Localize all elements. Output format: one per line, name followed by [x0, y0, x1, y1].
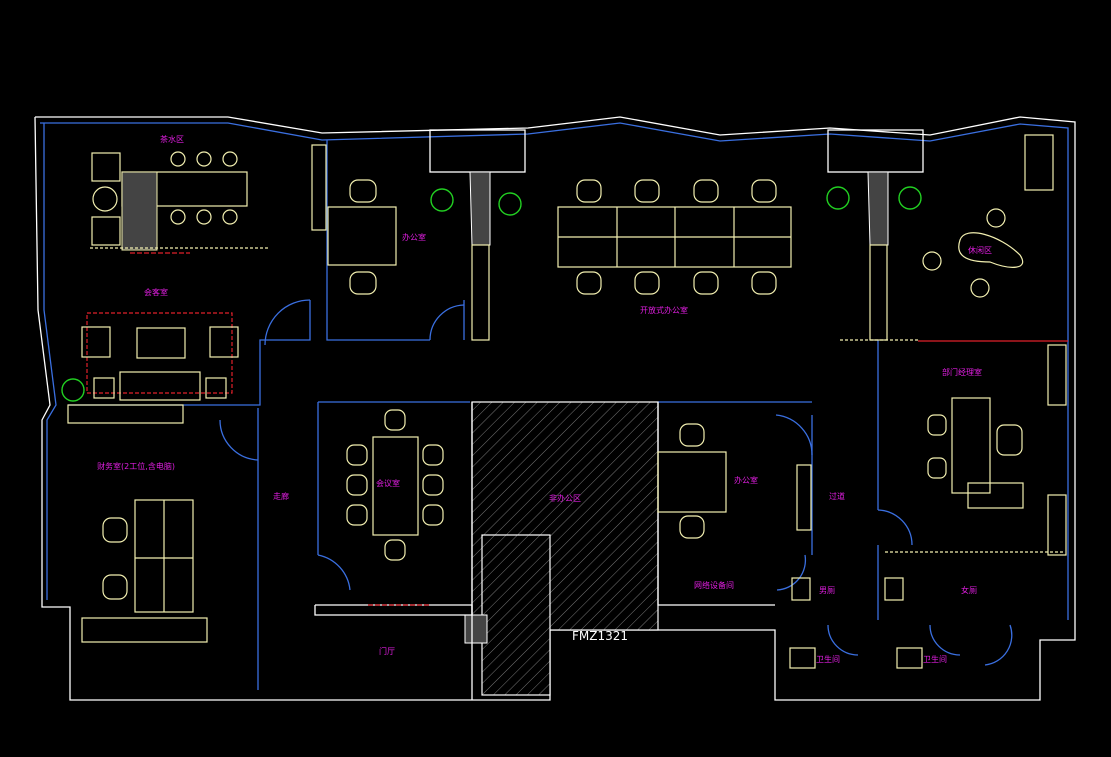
door-code: FMZ1321: [572, 629, 628, 643]
label-office1: 办公室: [402, 232, 426, 242]
label-office2: 办公室: [734, 475, 758, 485]
label-reception: 会客室: [144, 287, 168, 297]
label-wash1: 卫生间: [816, 654, 840, 664]
label-network: 网络设备间: [694, 580, 734, 590]
label-corridor2: 过道: [829, 491, 845, 501]
label-tea: 茶水区: [160, 134, 184, 144]
interior-walls: [68, 140, 879, 690]
columns: [67, 129, 1067, 643]
label-lobby: 门厅: [379, 646, 395, 656]
label-finance: 财务室(2工位,含电脑): [97, 461, 175, 471]
furniture: [81, 151, 1068, 669]
label-manager: 部门经理室: [942, 367, 982, 377]
label-wc-f: 女厕: [961, 585, 977, 595]
label-wc-m: 男厕: [819, 586, 835, 595]
plant-icons: [61, 186, 922, 402]
label-corridor1: 走廊: [273, 491, 289, 501]
room-labels: 茶水区 会客室 财务室(2工位,含电脑) 办公室 开放式办公室 休闲区 部门经理…: [97, 134, 992, 664]
label-lounge: 休闲区: [968, 245, 992, 255]
label-wash2: 卫生间: [923, 654, 947, 664]
label-non-office: 非办公区: [549, 493, 581, 503]
label-meeting: 会议室: [376, 478, 400, 488]
label-open-office: 开放式办公室: [640, 305, 688, 315]
outer-wall: [34, 116, 1076, 701]
